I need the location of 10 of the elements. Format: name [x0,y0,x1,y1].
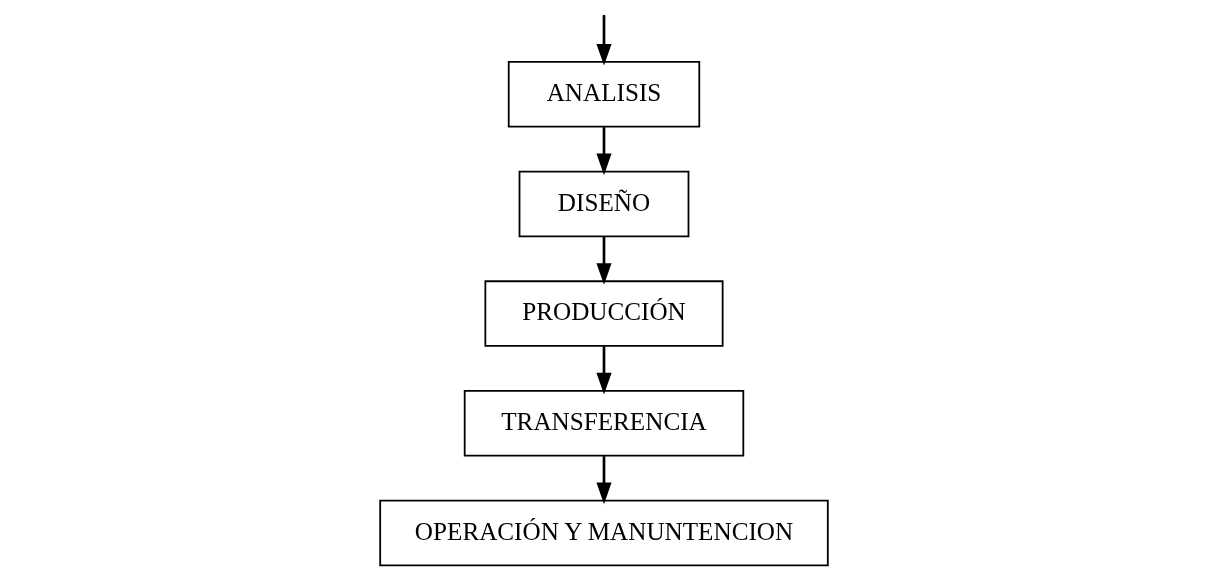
node-box: PRODUCCIÓN [483,280,724,347]
arrow [595,346,612,395]
arrow [595,456,612,505]
arrow [595,127,612,176]
node-box: ANALISIS [507,61,700,128]
node-box: TRANSFERENCIA [463,390,744,457]
arrow [595,17,612,66]
arrow [595,236,612,285]
node-box: OPERACIÓN Y MANUNTENCION [378,499,829,567]
node-box: DISEÑO [518,170,689,238]
